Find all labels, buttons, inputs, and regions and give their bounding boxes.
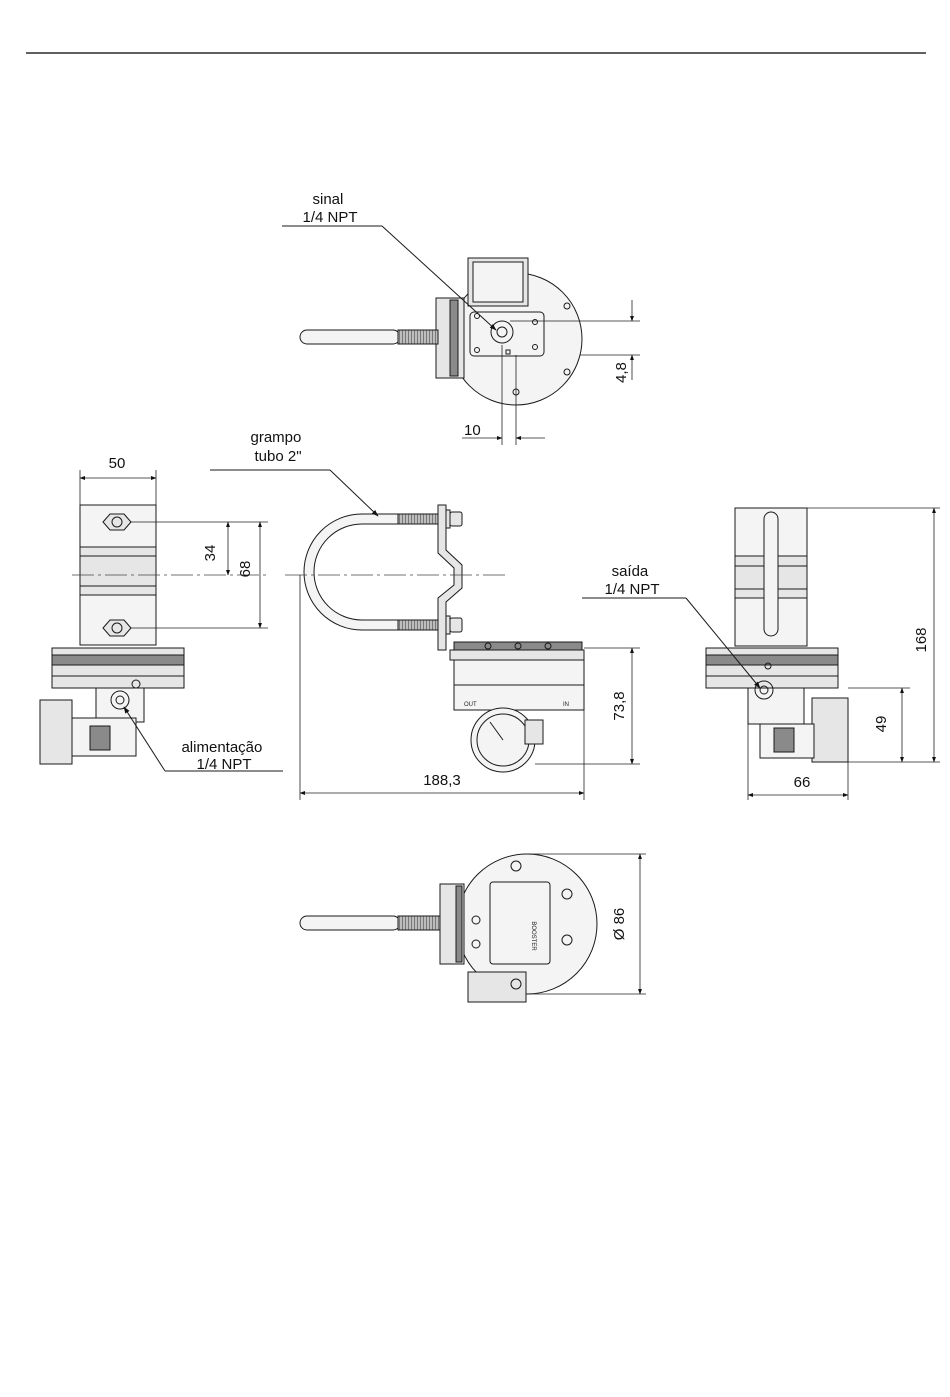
front-view — [304, 505, 584, 772]
nameplate-title: BOOSTER — [530, 921, 536, 951]
right-view — [706, 508, 848, 762]
output-port-label-line2: 1/4 NPT — [604, 581, 659, 598]
output-port-label-line1: saída — [612, 563, 649, 580]
dim-bracket-height: 68 — [237, 561, 254, 578]
pipe-clamp-label-line1: grampo — [250, 429, 301, 446]
dim-body-height: 73,8 — [611, 691, 628, 720]
supply-port-label-line2: 1/4 NPT — [196, 756, 251, 773]
gauge-out-label: OUT — [464, 702, 477, 708]
bottom-view — [300, 854, 597, 1002]
output-port-label: saída 1/4 NPT — [604, 563, 659, 598]
left-view — [40, 505, 184, 764]
dim-bracket-width: 50 — [109, 455, 126, 472]
dim-side-depth: 66 — [794, 774, 811, 791]
dim-hole-spacing: 34 — [202, 545, 219, 562]
signal-port-label-line2: 1/4 NPT — [302, 209, 357, 226]
supply-port-label: alimentação 1/4 NPT — [181, 739, 266, 773]
pipe-clamp-callout — [210, 470, 378, 516]
dim-body-diameter: Ø 86 — [611, 908, 628, 941]
pipe-clamp-label-line2: tubo 2" — [254, 448, 301, 465]
signal-port-label-line1: sinal — [312, 191, 343, 208]
dim-top-offset-vertical: 4,8 — [613, 362, 630, 383]
dim-overall-height: 168 — [913, 627, 930, 652]
signal-port-label: sinal 1/4 NPT — [302, 191, 357, 226]
gauge-in-label: IN — [563, 702, 569, 708]
dim-port-height: 49 — [873, 716, 890, 733]
supply-port-label-line1: alimentação — [181, 739, 262, 756]
pipe-clamp-label: grampo tubo 2" — [250, 429, 305, 465]
dim-top-offset-horizontal: 10 — [464, 422, 481, 439]
dim-overall-length: 188,3 — [423, 772, 461, 789]
